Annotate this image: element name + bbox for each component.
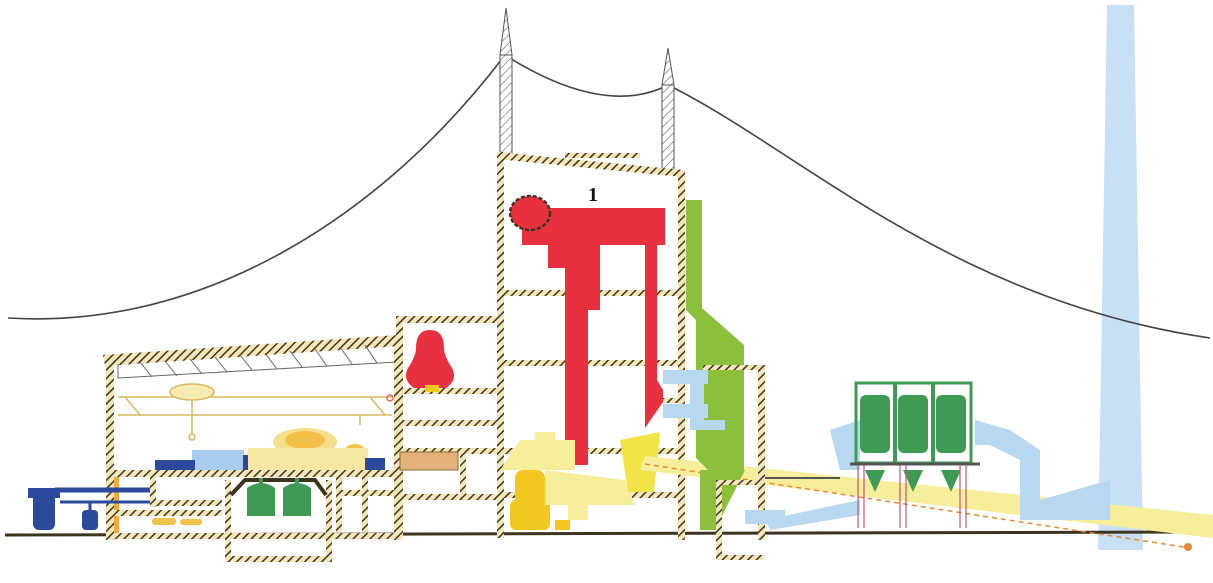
turbine-hall xyxy=(103,335,402,566)
pylon-right xyxy=(662,48,674,170)
pylon-left xyxy=(500,8,512,155)
chimney xyxy=(1098,5,1143,550)
callout-label: 1 xyxy=(588,184,598,206)
circulating-pumps xyxy=(28,488,150,530)
callout-1: 1 xyxy=(588,184,598,206)
boiler xyxy=(510,196,665,465)
deaerator-bay xyxy=(396,316,500,538)
